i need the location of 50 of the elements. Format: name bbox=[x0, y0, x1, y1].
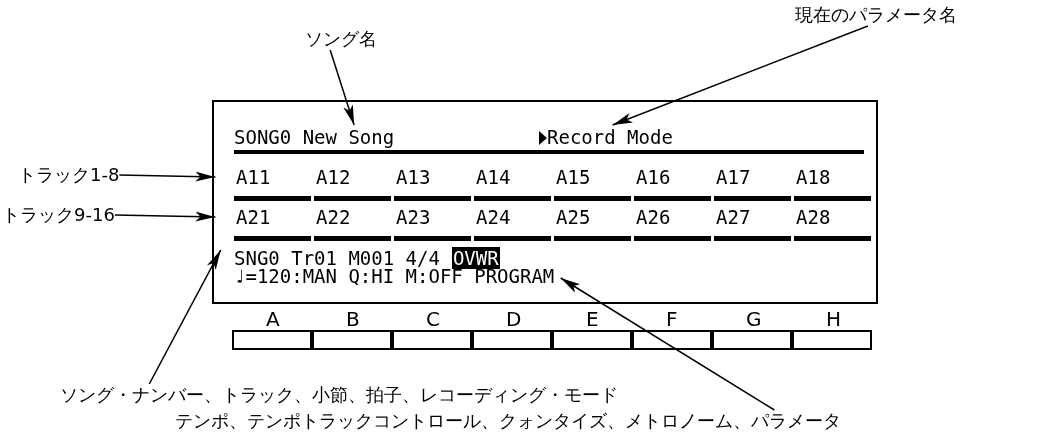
track-label: A12 bbox=[316, 167, 351, 187]
function-key bbox=[632, 330, 712, 350]
key-letter: D bbox=[505, 309, 523, 329]
track-label: A15 bbox=[556, 167, 591, 187]
function-key bbox=[472, 330, 552, 350]
key-letter: C bbox=[425, 309, 441, 329]
key-letter: B bbox=[345, 309, 361, 329]
key-letter: E bbox=[585, 309, 600, 329]
key-letter: H bbox=[825, 309, 843, 329]
track-label: A17 bbox=[716, 167, 751, 187]
highlighted-mode: OVWR bbox=[451, 247, 500, 269]
track-label: A26 bbox=[636, 207, 671, 227]
leader-arrow bbox=[118, 171, 217, 182]
callout-text: ソング・ナンバー、トラック、小節、拍子、レコーディング・モード bbox=[60, 384, 618, 406]
track-label: A23 bbox=[396, 207, 431, 227]
leader-arrow bbox=[148, 249, 222, 385]
display-text: ♩=120:MAN Q:HI M:OFF PROGRAM bbox=[234, 266, 555, 286]
display-text: SONG0 New Song bbox=[234, 127, 395, 147]
function-key bbox=[392, 330, 472, 350]
track-label: A24 bbox=[476, 207, 511, 227]
callout-text: トラック1-8 bbox=[18, 164, 120, 186]
callout-text: トラック9-16 bbox=[2, 204, 115, 226]
callout-text: ソング名 bbox=[305, 28, 377, 50]
key-letter: A bbox=[265, 309, 281, 329]
track-label: A27 bbox=[716, 207, 751, 227]
track-label: A22 bbox=[316, 207, 351, 227]
track-label: A11 bbox=[236, 167, 271, 187]
function-key bbox=[712, 330, 792, 350]
display-text: SNG0 Tr01 M001 4/4 bbox=[234, 247, 440, 269]
track-label: A14 bbox=[476, 167, 511, 187]
leader-arrow bbox=[559, 277, 776, 411]
key-letter: G bbox=[745, 309, 763, 329]
track-label: A21 bbox=[236, 207, 271, 227]
track-label: A28 bbox=[796, 207, 831, 227]
leader-arrow bbox=[114, 211, 217, 222]
leader-arrow bbox=[329, 49, 355, 126]
callout-text: 現在のパラメータ名 bbox=[795, 4, 957, 26]
track-label: A25 bbox=[556, 207, 591, 227]
function-key bbox=[312, 330, 392, 350]
leader-arrow bbox=[611, 25, 869, 126]
key-letter: F bbox=[665, 309, 679, 329]
function-key bbox=[552, 330, 632, 350]
track-label: A16 bbox=[636, 167, 671, 187]
lcd-screen bbox=[212, 100, 878, 304]
display-text: Record Mode bbox=[547, 126, 673, 148]
callout-text: テンポ、テンポトラックコントロール、クォンタイズ、メトロノーム、パラメータ bbox=[175, 410, 841, 432]
track-label: A13 bbox=[396, 167, 431, 187]
function-key bbox=[792, 330, 872, 350]
function-key bbox=[232, 330, 312, 350]
track-label: A18 bbox=[796, 167, 831, 187]
